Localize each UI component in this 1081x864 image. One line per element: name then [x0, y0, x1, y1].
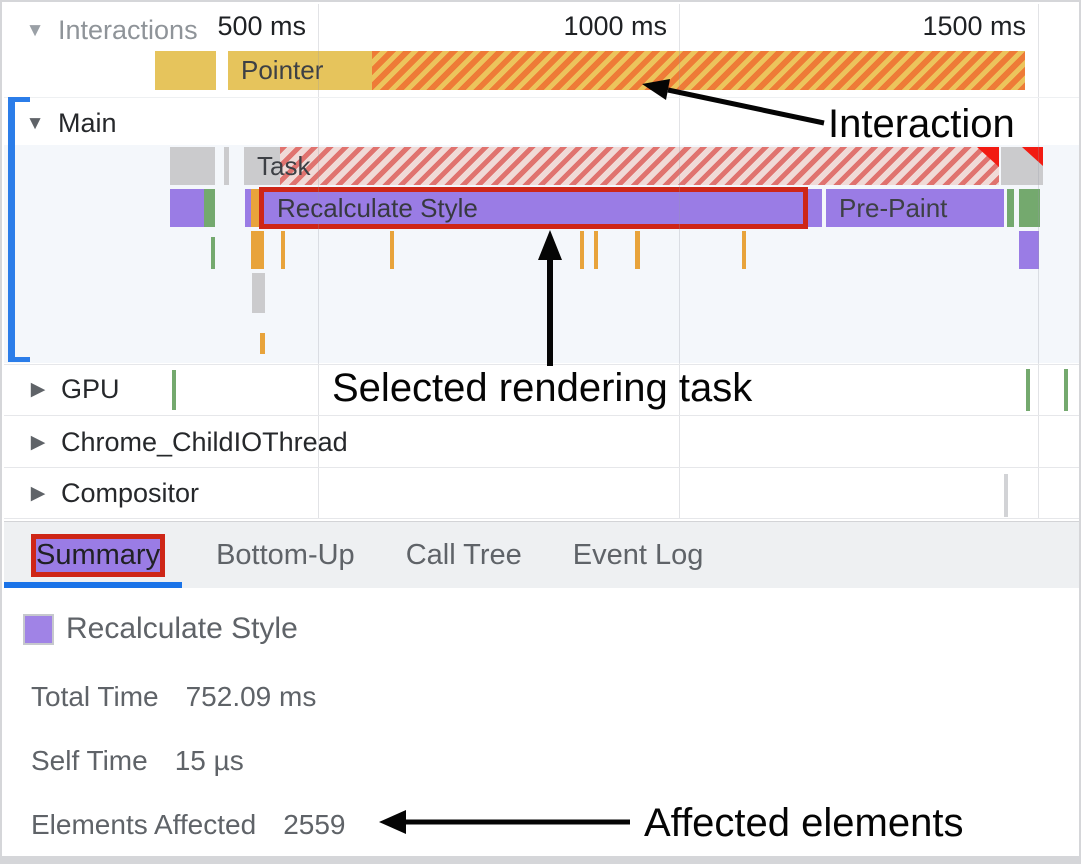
- track-title: GPU: [61, 374, 120, 404]
- painting-bar-1[interactable]: [204, 189, 215, 227]
- track-header-gpu[interactable]: ▶ GPU: [27, 374, 120, 405]
- gpu-bar-3[interactable]: [1064, 369, 1068, 411]
- script-bar-8[interactable]: [742, 231, 746, 269]
- task-bar-1[interactable]: [170, 147, 215, 185]
- annotation-interaction: Interaction: [828, 102, 1015, 146]
- summary-row-value: 752.09 ms: [185, 681, 317, 712]
- track-title: Compositor: [61, 478, 200, 508]
- task-bar-2[interactable]: [224, 147, 229, 185]
- track-title: Chrome_ChildIOThread: [61, 427, 348, 457]
- collapse-triangle-icon[interactable]: ▶: [30, 379, 46, 400]
- bottom-panel-tabbar: Summary Bottom-Up Call Tree Event Log: [4, 521, 1079, 588]
- main-track-selection-bracket: [8, 357, 30, 362]
- separator: [4, 518, 1079, 519]
- rendering-bar-1[interactable]: [170, 189, 204, 227]
- event-color-swatch: [23, 613, 54, 645]
- track-header-main[interactable]: ▼ Main: [24, 108, 117, 139]
- script-bar-4[interactable]: [390, 231, 394, 269]
- script-bar-6[interactable]: [594, 231, 598, 269]
- painting-bar-2[interactable]: [1007, 189, 1014, 227]
- script-bar-1[interactable]: [251, 189, 259, 227]
- painting-bar-3[interactable]: [1019, 189, 1040, 227]
- track-header-interactions[interactable]: ▼ Interactions: [24, 15, 198, 46]
- separator: [4, 415, 1079, 416]
- expand-triangle-icon[interactable]: ▼: [25, 19, 45, 41]
- pointer-interaction-bar[interactable]: Pointer: [228, 51, 372, 90]
- window-bottom-border: [2, 856, 1079, 862]
- summary-row-label: Total Time: [31, 681, 159, 712]
- summary-event-title: Recalculate Style: [66, 612, 298, 645]
- gpu-bar-2[interactable]: [1026, 369, 1030, 411]
- summary-row-total-time: Total Time 752.09 ms: [31, 679, 316, 715]
- pointer-interaction-hatched-bar[interactable]: [372, 51, 1025, 90]
- ruler-tick-label: 1500 ms: [922, 11, 1026, 41]
- summary-event-row: Recalculate Style: [23, 612, 298, 646]
- tab-event-log[interactable]: Event Log: [572, 538, 704, 571]
- summary-row-self-time: Self Time 15 µs: [31, 743, 244, 779]
- separator: [4, 467, 1079, 468]
- tab-summary[interactable]: Summary: [31, 533, 166, 577]
- summary-row-label: Elements Affected: [31, 809, 257, 840]
- summary-row-label: Self Time: [31, 745, 148, 776]
- collapse-triangle-icon[interactable]: ▶: [30, 432, 46, 453]
- interaction-bar[interactable]: [155, 51, 216, 90]
- script-bar-5[interactable]: [580, 231, 584, 269]
- rendering-bar-4[interactable]: [1019, 231, 1039, 269]
- track-title: Main: [58, 108, 117, 138]
- tab-bottom-up[interactable]: Bottom-Up: [216, 538, 355, 571]
- annotation-selected-rendering-task: Selected rendering task: [332, 366, 753, 410]
- painting-bar-4[interactable]: [211, 237, 215, 269]
- pointer-interaction-bar-label: Pointer: [241, 55, 324, 85]
- recalculate-style-bar-label: Recalculate Style: [277, 192, 478, 223]
- separator: [4, 97, 1079, 98]
- track-header-chrome-childiothread[interactable]: ▶ Chrome_ChildIOThread: [27, 427, 348, 458]
- expand-triangle-icon[interactable]: ▼: [25, 112, 45, 134]
- task-bar-4[interactable]: [252, 273, 265, 313]
- main-track-selection-bracket: [8, 97, 30, 102]
- pre-paint-bar-label: Pre-Paint: [839, 192, 948, 223]
- compositor-bar-1[interactable]: [1004, 474, 1008, 517]
- tab-call-tree[interactable]: Call Tree: [405, 538, 522, 571]
- rendering-bar-2[interactable]: [245, 189, 251, 227]
- long-task-striped-bar[interactable]: [280, 147, 999, 185]
- track-header-compositor[interactable]: ▶ Compositor: [27, 478, 199, 509]
- script-bar-7[interactable]: [635, 231, 640, 269]
- collapse-triangle-icon[interactable]: ▶: [30, 483, 46, 504]
- summary-row-value: 15 µs: [174, 745, 244, 776]
- rendering-bar-3[interactable]: [808, 189, 822, 227]
- ruler-tick-label: 500 ms: [217, 11, 306, 41]
- summary-row-elements-affected: Elements Affected 2559: [31, 807, 345, 843]
- gpu-bar-1[interactable]: [172, 370, 176, 410]
- separator: [4, 364, 1079, 365]
- script-bar-3[interactable]: [281, 231, 285, 269]
- task-bar[interactable]: Task: [244, 147, 310, 185]
- task-bar-label: Task: [257, 150, 311, 181]
- recalculate-style-bar[interactable]: Recalculate Style: [259, 187, 808, 229]
- script-bar-9[interactable]: [260, 333, 265, 354]
- main-track-selection-bracket: [8, 97, 15, 362]
- selected-tab-underline: [4, 582, 182, 588]
- script-bar-2[interactable]: [251, 231, 264, 269]
- annotation-affected-elements: Affected elements: [644, 801, 964, 845]
- pre-paint-bar[interactable]: Pre-Paint: [826, 189, 1004, 227]
- track-title: Interactions: [58, 15, 198, 45]
- ruler-tick-label: 1000 ms: [563, 11, 667, 41]
- summary-row-value: 2559: [283, 809, 346, 840]
